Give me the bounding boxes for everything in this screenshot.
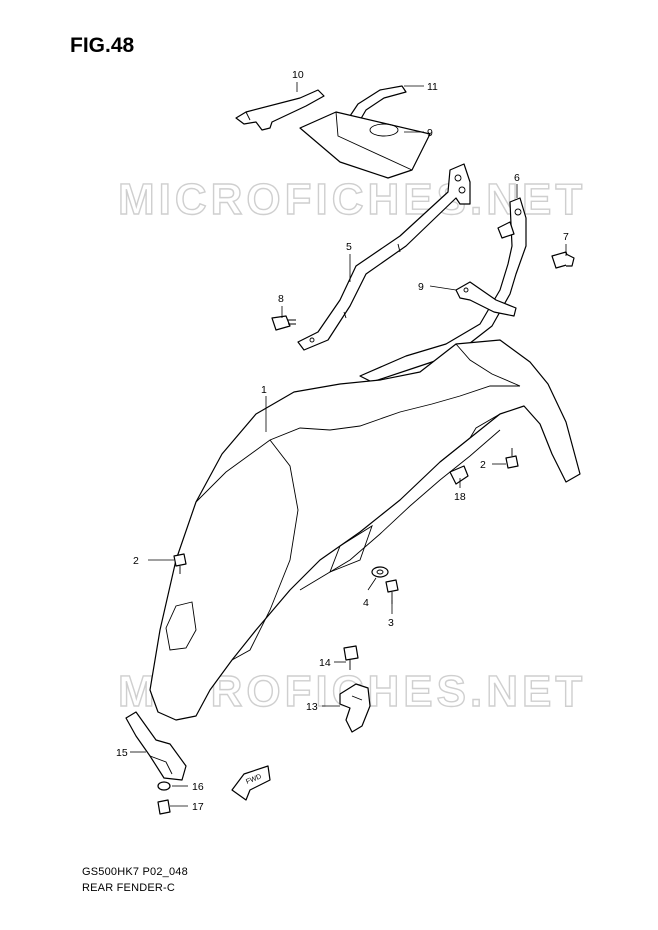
part-5-left-bracket [297, 163, 471, 351]
part-14-bolt [343, 645, 359, 670]
part-15-bracket [125, 711, 187, 781]
part-9-bracket [455, 281, 517, 317]
part-4-washer [371, 566, 389, 578]
callout-5: 5 [346, 241, 352, 253]
callout-18: 18 [454, 491, 466, 503]
callout-2-left: 2 [133, 555, 139, 567]
fwd-arrow-icon: FWD [231, 765, 271, 801]
part-7-bolt [551, 251, 575, 269]
callout-6: 6 [514, 172, 520, 184]
part-2-bolt-right [505, 448, 519, 469]
part-2-bolt-left [173, 553, 187, 574]
callout-14: 14 [319, 657, 331, 669]
watermark-top: MICROFICHES.NET [118, 175, 586, 224]
leader-lines [130, 82, 567, 807]
part-3-screw [385, 579, 399, 604]
part-10-tray [299, 111, 431, 179]
callout-2-right: 2 [480, 459, 486, 471]
callout-11: 10 [292, 69, 304, 81]
callout-13: 13 [306, 701, 318, 713]
callout-1: 1 [261, 384, 267, 396]
figure-code: GS500HK7 P02_048 [82, 866, 188, 878]
callout-15: 15 [116, 747, 128, 759]
callout-16: 16 [192, 781, 204, 793]
callout-17: 17 [192, 801, 204, 813]
callout-3: 3 [388, 617, 394, 629]
figure-name: REAR FENDER-C [82, 882, 176, 894]
part-8-bolt [271, 315, 296, 331]
part-17-screw [157, 799, 171, 815]
callout-9: 9 [418, 281, 424, 293]
figure-title: FIG.48 [70, 34, 135, 57]
part-13-clamp [339, 683, 371, 733]
callout-10: 9 [427, 127, 433, 139]
callout-12: 11 [427, 81, 438, 93]
part-11-strap [235, 89, 325, 131]
part-18-pad [449, 465, 469, 485]
callout-8: 8 [278, 293, 284, 305]
callout-4: 4 [363, 597, 369, 609]
part-16-washer [157, 781, 171, 791]
part-1-rear-fender [149, 339, 581, 721]
callout-7: 7 [563, 231, 569, 243]
